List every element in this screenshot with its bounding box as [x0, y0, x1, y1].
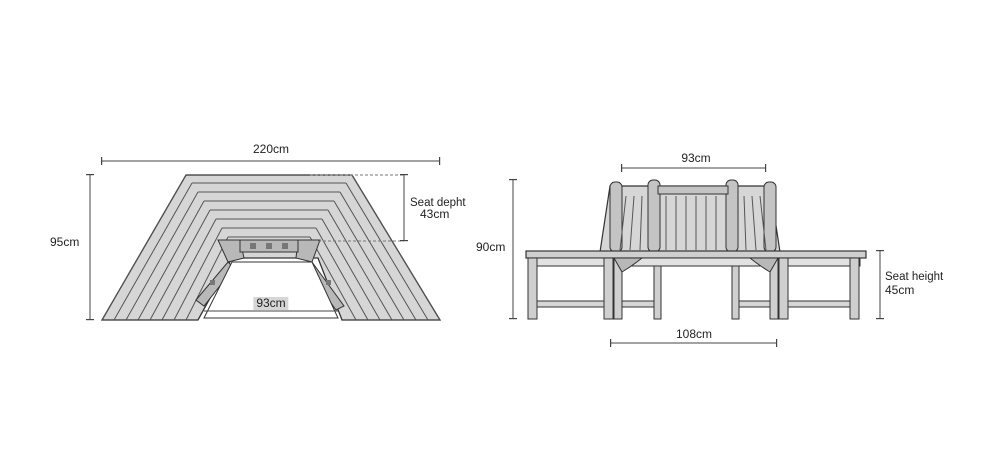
plan-inner-width-label: 93cm: [253, 297, 289, 310]
elev-seat-height-label: Seat height: [885, 271, 944, 283]
elev-apron: [531, 257, 861, 267]
elev-seat-height-value: 45cm: [885, 283, 915, 297]
elevation-view: [509, 164, 884, 347]
elev-height-label: 90cm: [476, 240, 506, 254]
plan-right-slats: [309, 174, 441, 321]
elev-back-width-label: 93cm: [681, 151, 711, 165]
plan-width-label: 220cm: [252, 142, 290, 156]
plan-seat-depth-label: Seat depht: [410, 197, 466, 209]
plan-seat-depth-value: 43cm: [420, 207, 450, 221]
plan-depth-label: 95cm: [50, 235, 80, 249]
elev-leg-span-label: 108cm: [675, 327, 713, 341]
elev-stretchers: [536, 300, 851, 308]
plan-inner-bolts: [210, 243, 331, 285]
elev-back-slats: [619, 195, 767, 251]
plan-view: [86, 157, 442, 321]
plan-back-slats: [192, 182, 346, 238]
elev-brackets: [613, 257, 779, 273]
plan-left-slats: [101, 174, 229, 321]
elev-seat: [525, 250, 867, 259]
elev-legs: [527, 257, 860, 320]
plan-inner-gap: [203, 261, 339, 319]
elev-backrest: [599, 179, 781, 253]
